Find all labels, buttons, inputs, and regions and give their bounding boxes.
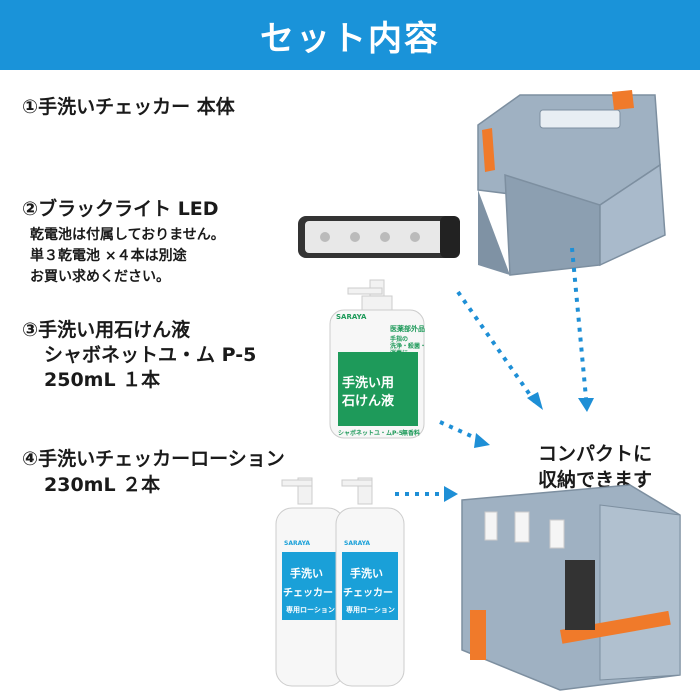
item-2-note-1: 乾電池は付属しておりません。	[30, 227, 225, 243]
header-banner: セット内容	[0, 0, 700, 70]
lotion-1-subtitle: 専用ローション	[286, 606, 335, 614]
arrow-heads	[444, 392, 594, 502]
item-3-line-1: シャボネットユ・ム P-5	[44, 344, 257, 366]
lotion-1-name-line-2: チェッカー	[283, 588, 333, 599]
item-4-title: ④手洗いチェッカーローション	[22, 448, 285, 470]
item-2-note-3: お買い求めください。	[30, 269, 170, 285]
item-2-title: ②ブラックライト LED	[22, 198, 219, 220]
soap-brand: SARAYA	[336, 313, 367, 321]
arrows	[395, 247, 588, 496]
lotion-1-brand: SARAYA	[284, 540, 311, 547]
soap-tag-line-2: 洗浄・殺菌・	[390, 343, 427, 350]
compact-line-1: コンパクトに	[537, 443, 652, 465]
item-1-title: ①手洗いチェッカー 本体	[22, 96, 235, 118]
soap-tag-line-1: 手指の	[390, 336, 409, 343]
item-2-note-2: 単３乾電池 ×４本は別途	[30, 248, 187, 264]
lotion-1-name-line-1: 手洗い	[290, 567, 323, 580]
lotion-2-subtitle: 専用ローション	[346, 606, 395, 614]
item-3-line-2: 250mL １本	[44, 369, 161, 391]
soap-tag: 医薬部外品	[390, 325, 425, 333]
soap-variant: 無香料	[402, 430, 421, 437]
compact-storage-text: コンパクトに 収納できます	[510, 441, 680, 493]
item-4-line-1: 230mL ２本	[44, 474, 161, 496]
soap-tag-line-3: 消毒に	[390, 350, 409, 357]
soap-name-line-2: 石けん液	[342, 394, 395, 409]
soap-product: シャボネットユ・ムP-5	[338, 430, 403, 437]
lotion-2-name-line-2: チェッカー	[343, 588, 393, 599]
item-3-title: ③手洗い用石けん液	[22, 319, 191, 341]
soap-name-line-1: 手洗い用	[342, 376, 395, 391]
page-title: セット内容	[260, 18, 440, 59]
lotion-2-brand: SARAYA	[344, 540, 371, 547]
checker-box-image	[477, 90, 666, 276]
lotion-bottles-image	[275, 477, 405, 687]
black-light-led-image	[298, 216, 460, 258]
soap-bottle-image	[329, 279, 425, 439]
storage-box-image	[461, 484, 681, 691]
lotion-2-name-line-1: 手洗い	[350, 567, 383, 580]
